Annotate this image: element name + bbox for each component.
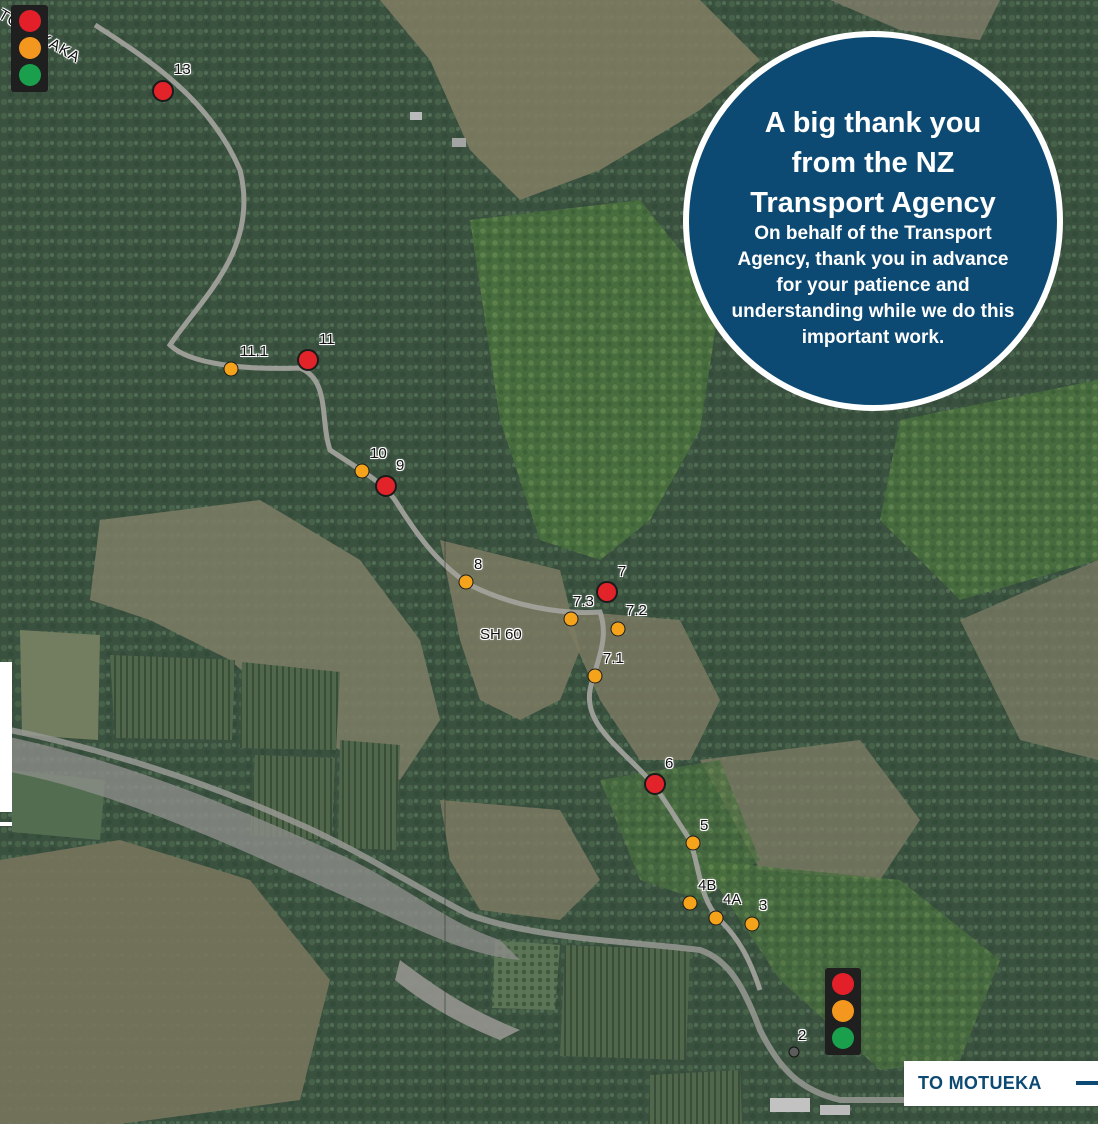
marker-11[interactable] xyxy=(297,349,319,371)
traffic-light-icon xyxy=(825,968,861,1055)
road-label-sh60: SH 60 xyxy=(480,626,522,643)
red-lamp xyxy=(832,973,854,995)
marker-9[interactable] xyxy=(375,475,397,497)
marker-label-5: 5 xyxy=(700,817,709,834)
marker-label-7-1: 7.1 xyxy=(603,650,624,667)
arrow-right-icon xyxy=(1076,1081,1098,1085)
marker-label-13: 13 xyxy=(174,61,191,78)
marker-2[interactable] xyxy=(788,1046,800,1058)
thank-you-title: A big thank you from the NZ Transport Ag… xyxy=(750,107,996,219)
thank-you-body: On behalf of the Transport Agency, thank… xyxy=(731,223,1015,348)
left-panel-edge xyxy=(0,822,12,826)
green-lamp xyxy=(832,1027,854,1049)
marker-7-2[interactable] xyxy=(610,621,626,637)
marker-label-11-1: 11.1 xyxy=(240,343,269,360)
marker-label-4a: 4A xyxy=(723,891,742,908)
marker-label-7-2: 7.2 xyxy=(626,602,647,619)
green-lamp xyxy=(18,64,41,86)
thank-you-callout: A big thank you from the NZ Transport Ag… xyxy=(683,31,1063,411)
amber-lamp xyxy=(832,1000,854,1022)
marker-label-7-3: 7.3 xyxy=(573,593,594,610)
marker-4b[interactable] xyxy=(682,895,698,911)
marker-10[interactable] xyxy=(354,463,370,479)
marker-13[interactable] xyxy=(152,80,174,102)
marker-5[interactable] xyxy=(685,835,701,851)
amber-lamp xyxy=(18,37,41,59)
marker-6[interactable] xyxy=(644,773,666,795)
traffic-light-icon xyxy=(11,5,48,92)
left-panel-edge xyxy=(0,662,12,812)
marker-8[interactable] xyxy=(458,574,474,590)
marker-label-8: 8 xyxy=(474,556,483,573)
direction-label: TO MOTUEKA xyxy=(918,1073,1042,1093)
marker-4a[interactable] xyxy=(708,910,724,926)
marker-3[interactable] xyxy=(744,916,760,932)
marker-label-7: 7 xyxy=(618,563,627,580)
red-lamp xyxy=(18,10,41,32)
marker-7-3[interactable] xyxy=(563,611,579,627)
marker-label-3: 3 xyxy=(759,897,768,914)
marker-label-9: 9 xyxy=(396,457,405,474)
marker-label-11: 11 xyxy=(319,331,335,348)
marker-11-1[interactable] xyxy=(223,361,239,377)
direction-banner: TO MOTUEKA xyxy=(904,1061,1098,1106)
marker-7-1[interactable] xyxy=(587,668,603,684)
marker-label-4b: 4B xyxy=(698,877,717,894)
marker-7[interactable] xyxy=(596,581,618,603)
marker-label-6: 6 xyxy=(665,755,674,772)
marker-label-2: 2 xyxy=(798,1027,807,1044)
marker-label-10: 10 xyxy=(370,445,387,462)
